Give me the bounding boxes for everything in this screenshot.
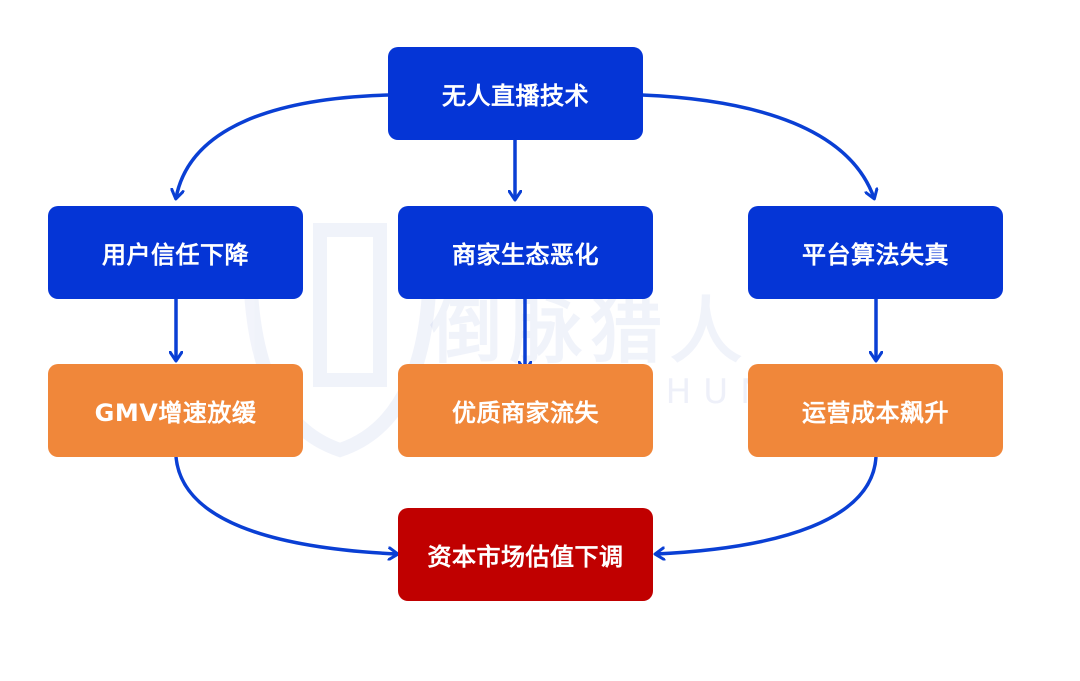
node-top: 无人直播技术 bbox=[388, 47, 643, 140]
node-level1-right: 平台算法失真 bbox=[748, 206, 1003, 299]
node-level2-right: 运营成本飙升 bbox=[748, 364, 1003, 457]
arrow-left-to-bottom bbox=[174, 456, 397, 554]
node-level2-center: 优质商家流失 bbox=[398, 364, 653, 457]
arrow-top-to-right bbox=[641, 93, 874, 198]
arrow-top-to-left bbox=[176, 93, 389, 198]
node-level2-left: GMV增速放缓 bbox=[48, 364, 303, 457]
arrow-right-to-bottom bbox=[656, 456, 878, 554]
node-level1-center: 商家生态恶化 bbox=[398, 206, 653, 299]
node-bottom: 资本市场估值下调 bbox=[398, 508, 653, 601]
node-level1-left: 用户信任下降 bbox=[48, 206, 303, 299]
